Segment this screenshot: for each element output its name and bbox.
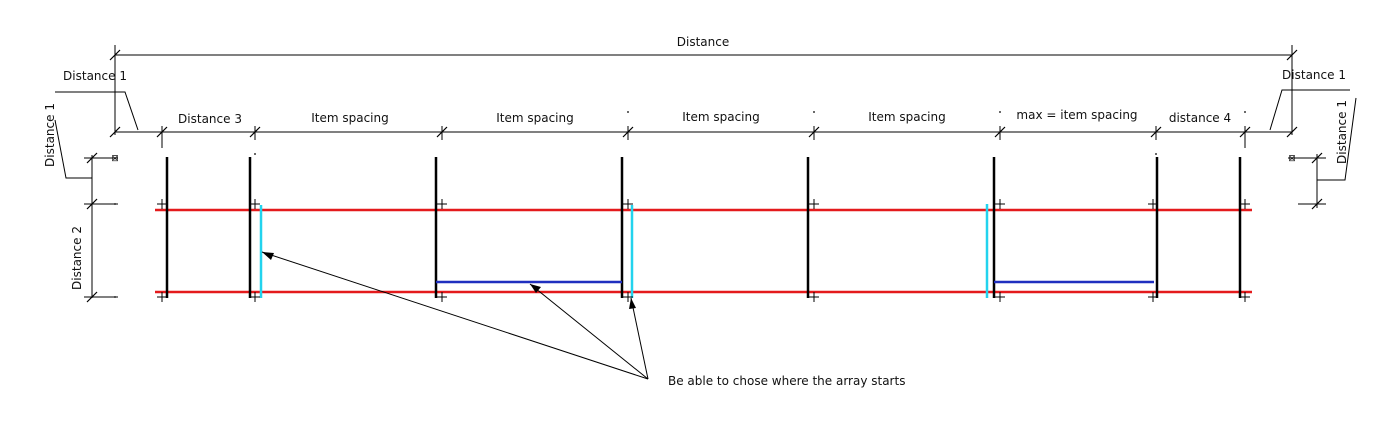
annotation-leader: [529, 283, 649, 380]
overall-distance-label: Distance: [677, 35, 729, 49]
dimension-tick: [1311, 198, 1323, 210]
leader-line: [1269, 89, 1350, 131]
item-spacing-label-2: Item spacing: [496, 111, 574, 125]
distance1-label-left-vertical: Distance 1: [43, 103, 57, 167]
dimension-tick: [86, 152, 98, 164]
insertion-points: [157, 199, 1250, 302]
origin-mark: ⊠: [1288, 154, 1296, 164]
node-dot: [254, 153, 256, 155]
dimension-tick: [109, 126, 121, 138]
distance1-callout-right: Distance 1: [1269, 68, 1350, 131]
max-spacing-label: max = item spacing: [1016, 108, 1137, 122]
dimension-tick: [1286, 49, 1298, 61]
item-spacing-label-1: Item spacing: [311, 111, 389, 125]
dimension-tick: [86, 291, 98, 303]
annotation: Be able to chose where the array starts: [261, 251, 905, 388]
node-dot: [999, 111, 1001, 113]
node-dot: [1155, 153, 1157, 155]
segment-dimension-chain: Distance 3 Item spacing Item spacing Ite…: [109, 108, 1298, 148]
distance3-label: Distance 3: [178, 112, 242, 126]
plus-mark: [1148, 199, 1158, 302]
node-dot: [114, 203, 116, 205]
distance1-label-right-vertical: Distance 1: [1335, 100, 1349, 164]
distance1-label-top-left: Distance 1: [63, 69, 127, 83]
distance1-label-top-right: Distance 1: [1282, 68, 1346, 82]
plus-mark: [809, 199, 819, 302]
dimension-tick: [1286, 126, 1298, 138]
posts: [165, 157, 1242, 298]
arrowhead: [530, 284, 541, 293]
dimension-tick: [109, 49, 121, 61]
leader-line: [54, 119, 92, 179]
distance1-callout-left: Distance 1: [55, 69, 139, 131]
node-dot: [1244, 111, 1246, 113]
arrowhead: [262, 252, 274, 260]
plus-mark: [250, 199, 260, 302]
leader-line: [55, 91, 139, 131]
right-vertical-dimension: Distance 1 ⊠: [1288, 97, 1357, 210]
start-markers: [259, 204, 989, 298]
overall-distance-dimension: Distance: [109, 35, 1298, 135]
item-spacing-label-4: Item spacing: [868, 110, 946, 124]
annotation-leader: [261, 251, 649, 380]
annotation-note: Be able to chose where the array starts: [668, 374, 905, 388]
plus-mark: [623, 199, 633, 302]
item-spacing-label-3: Item spacing: [682, 110, 760, 124]
arrowhead: [629, 298, 636, 309]
node-dot: [627, 111, 629, 113]
plus-mark: [995, 199, 1005, 302]
origin-mark: ⊠: [111, 154, 119, 164]
segment-extensions: [161, 126, 1246, 148]
leader-line: [1317, 97, 1357, 181]
annotation-leader: [630, 297, 649, 380]
plus-mark: [437, 199, 447, 302]
node-dot: [114, 296, 116, 298]
dimension-tick: [1311, 152, 1323, 164]
dimension-tick: [86, 198, 98, 210]
distance4-label: distance 4: [1169, 111, 1231, 125]
rails: [155, 208, 1252, 294]
plus-mark: [157, 199, 167, 302]
plus-mark: [1240, 199, 1250, 302]
left-vertical-dimension: Distance 1 Distance 2 ⊠: [43, 103, 119, 303]
distance2-label: Distance 2: [70, 226, 84, 290]
node-dots: [114, 111, 1246, 298]
node-dot: [813, 111, 815, 113]
